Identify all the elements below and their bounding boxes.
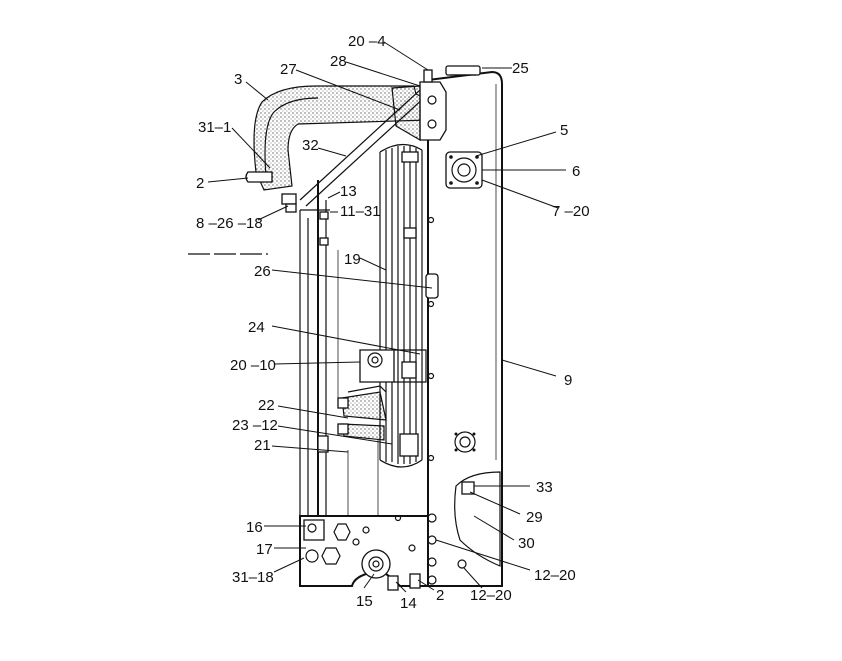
lower-brackets [317,385,387,453]
lower-tank-block [299,513,467,591]
temp-sensor [445,151,483,189]
callout-19: 19 [344,251,361,268]
leader-lines [207,41,566,593]
lower-guard [454,431,501,567]
callout-17: 17 [256,541,273,558]
callout-13: 13 [340,183,357,200]
callout-33: 33 [536,479,553,496]
callout-16: 16 [246,519,263,536]
callout-28: 28 [330,53,347,70]
callout-3: 3 [234,71,242,88]
callout-29: 29 [526,509,543,526]
radiator-core [379,143,439,468]
radiator-tank [427,65,503,587]
callout-31-18: 31–18 [232,569,274,586]
callout-21: 21 [254,437,271,454]
callout-7-20: 7 –20 [552,203,590,220]
callout-2-bottom: 2 [436,587,444,604]
callout-26: 26 [254,263,271,280]
mid-bracket [359,349,427,383]
callout-30: 30 [518,535,535,552]
callout-5: 5 [560,122,568,139]
callout-12-20-bottom: 12–20 [470,587,512,604]
callout-24: 24 [248,319,265,336]
top-outlet [391,69,447,142]
upper-hose [245,85,429,213]
callout-8-26-18: 8 –26 –18 [196,215,263,232]
callout-27: 27 [280,61,297,78]
callout-6: 6 [572,163,580,180]
callout-20-4: 20 –4 [348,33,386,50]
callout-11-31: 11–31 [340,203,381,220]
callout-20-10: 20 –10 [230,357,276,374]
callout-15: 15 [356,593,373,610]
callout-23-12: 23 –12 [232,417,278,434]
callout-12-20-right: 12–20 [534,567,576,584]
callout-22: 22 [258,397,275,414]
callout-32: 32 [302,137,319,154]
callout-14: 14 [400,595,417,612]
callout-labels: 20 –4 28 25 3 27 31–1 5 32 6 2 13 7 –20 … [196,33,590,612]
callout-31-1: 31–1 [198,119,231,136]
callout-25: 25 [512,60,529,77]
side-frame [188,180,379,516]
callout-2-top: 2 [196,175,204,192]
callout-9: 9 [564,372,572,389]
